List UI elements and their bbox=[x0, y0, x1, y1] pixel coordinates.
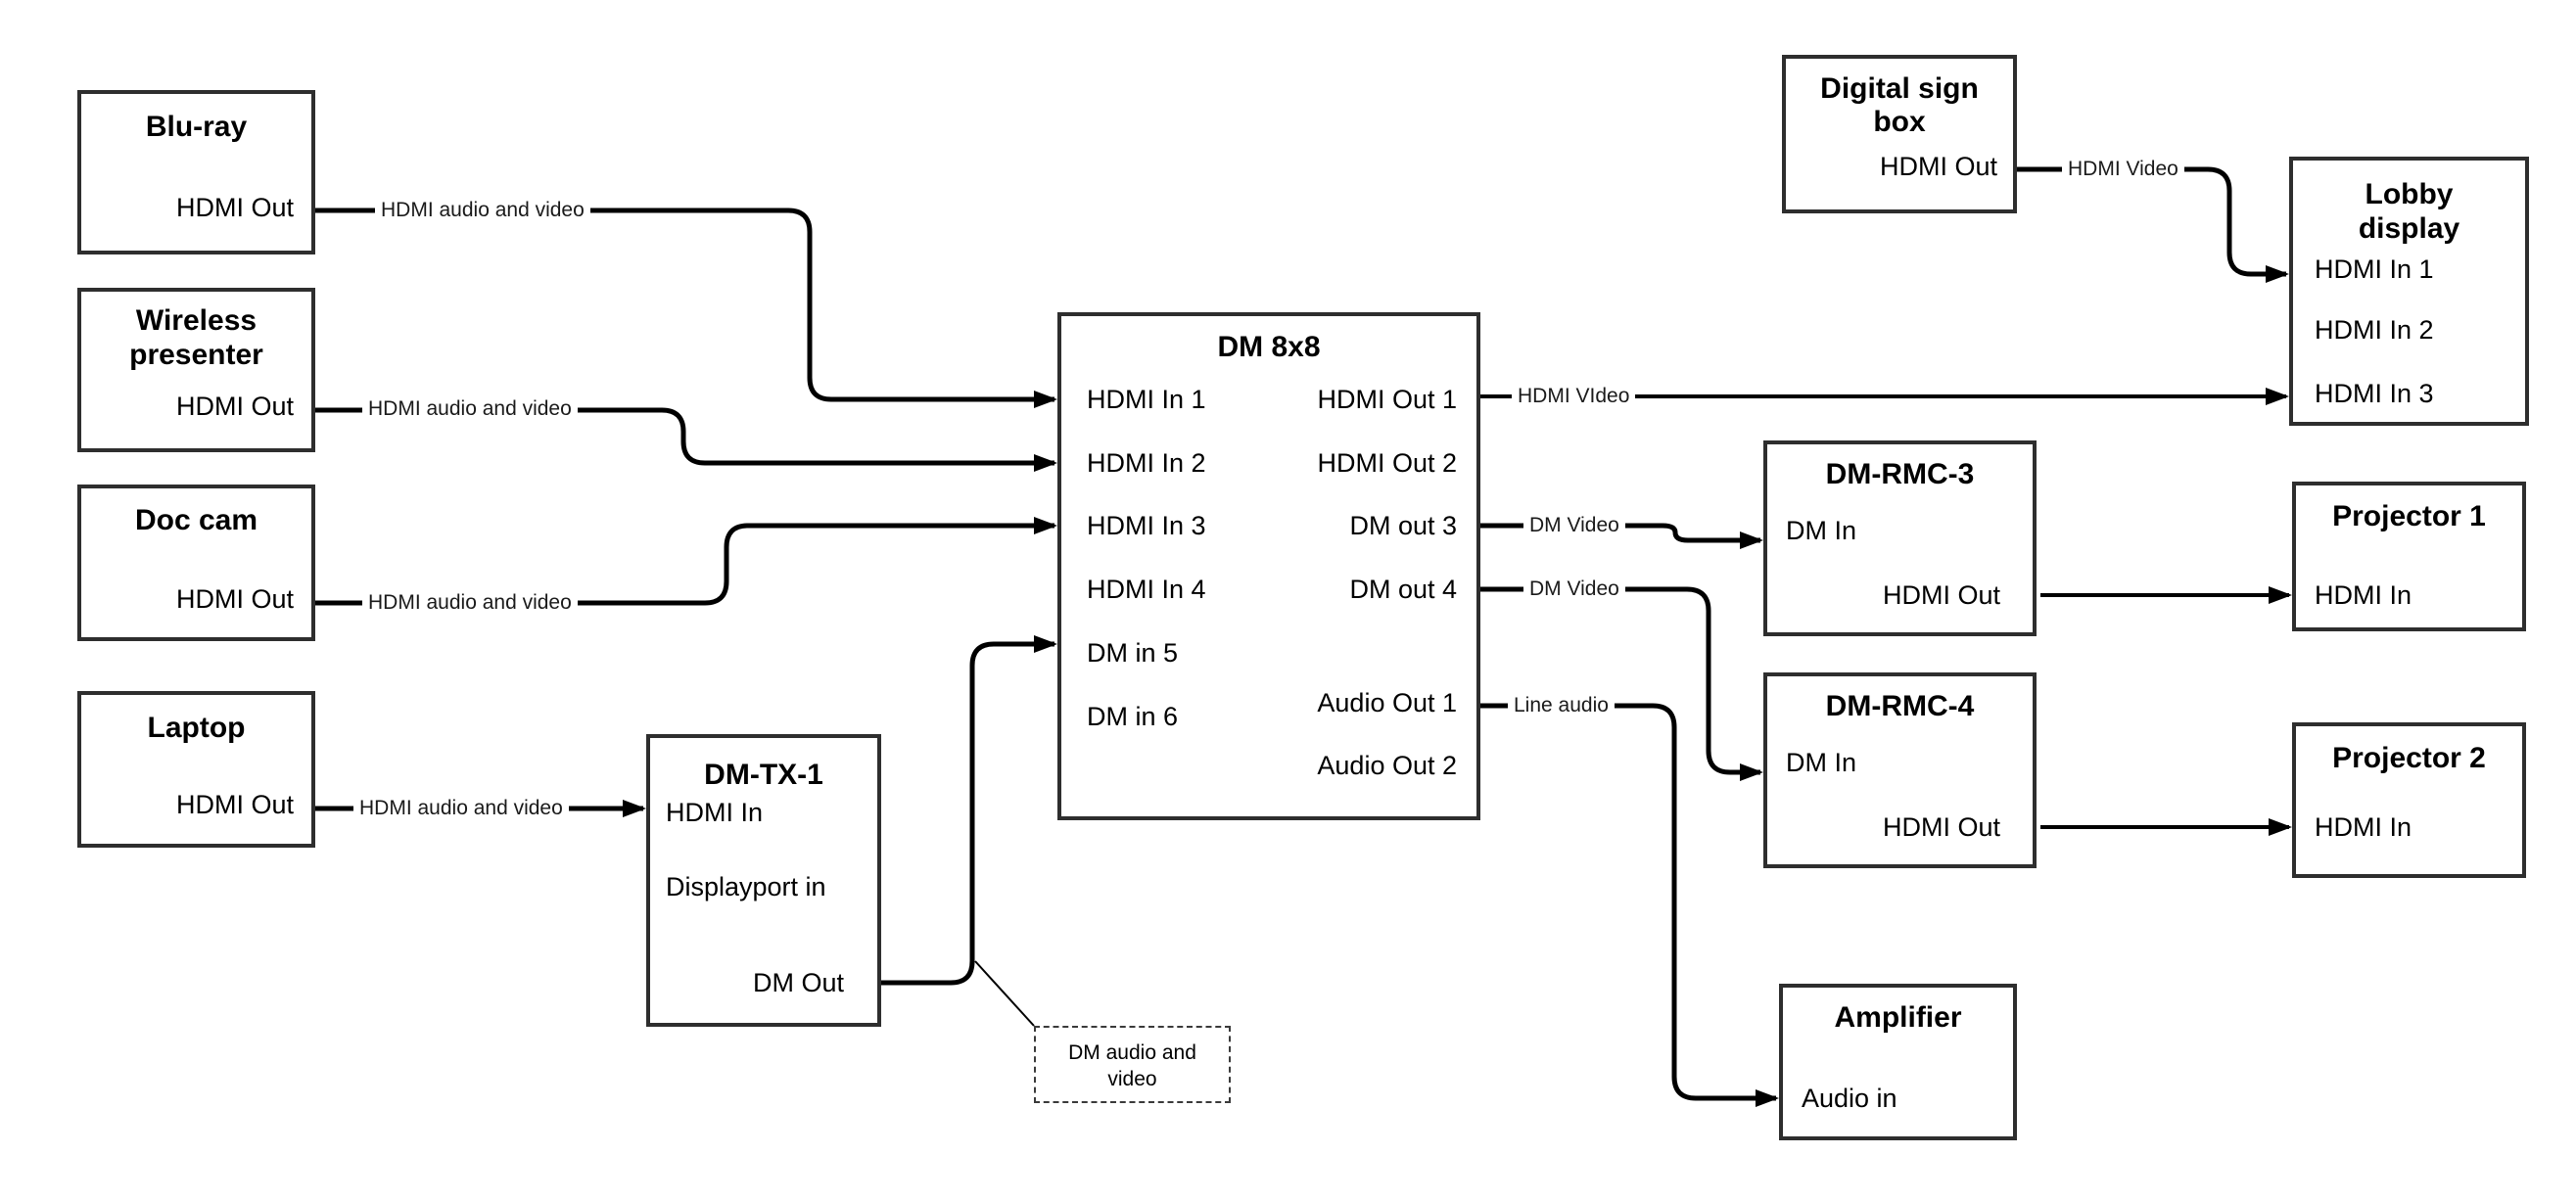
port-hdmi-in-3: HDMI In 3 bbox=[1087, 511, 1206, 540]
port-hdmi-in-2: HDMI In 2 bbox=[1087, 448, 1206, 478]
wire-label-dm-video-out4: DM Video bbox=[1523, 576, 1625, 603]
device-box-wireless-presenter: Wireless presenter HDMI Out bbox=[77, 288, 315, 452]
wire-label-dm-video-out3: DM Video bbox=[1523, 512, 1625, 539]
device-box-projector-2: Projector 2 HDMI In bbox=[2292, 722, 2526, 878]
port-hdmi-out: HDMI Out bbox=[175, 584, 294, 614]
port-hdmi-in-4: HDMI In 4 bbox=[1087, 575, 1206, 604]
device-title: Lobby display bbox=[2358, 178, 2460, 245]
port-hdmi-in-1: HDMI In 1 bbox=[1087, 385, 1206, 414]
port-hdmi-out: HDMI Out bbox=[175, 790, 294, 819]
port-hdmi-out: HDMI Out bbox=[1882, 812, 2000, 842]
port-hdmi-out: HDMI Out bbox=[175, 392, 294, 421]
device-title: Wireless presenter bbox=[129, 304, 263, 371]
device-title: Projector 2 bbox=[2332, 742, 2486, 774]
device-title: DM-RMC-4 bbox=[1825, 690, 1975, 722]
device-box-blu-ray: Blu-ray HDMI Out bbox=[77, 90, 315, 254]
port-hdmi-in: HDMI In bbox=[666, 798, 764, 827]
wire-label-hdmi-video-out1: HDMI VIdeo bbox=[1512, 383, 1636, 410]
device-title: Digital sign box bbox=[1820, 72, 1979, 138]
port-hdmi-in: HDMI In bbox=[2315, 580, 2412, 610]
device-title: Laptop bbox=[147, 712, 246, 744]
cable-dm8x8-dm-out-4-to-rmc4-dm-in bbox=[1480, 586, 1763, 781]
port-dm-in: DM In bbox=[1786, 748, 1857, 777]
port-hdmi-in: HDMI In bbox=[2315, 812, 2412, 842]
note-text: DM audio and video bbox=[1068, 1041, 1196, 1090]
device-title: DM 8x8 bbox=[1217, 331, 1321, 363]
port-dm-in-5: DM in 5 bbox=[1087, 638, 1179, 668]
cable-doccam-to-dm8x8-hdmi-in-3 bbox=[315, 517, 1057, 606]
port-hdmi-in-2: HDMI In 2 bbox=[2315, 315, 2434, 345]
cable-dm8x8-dm-out-3-to-rmc3-dm-in bbox=[1480, 523, 1763, 549]
port-audio-out-1: Audio Out 1 bbox=[1317, 688, 1457, 717]
cable-dmtx1-dm-out-to-dm8x8-dm-in-5 bbox=[881, 635, 1057, 986]
port-hdmi-out: HDMI Out bbox=[1882, 580, 2000, 610]
port-displayport-in: Displayport in bbox=[666, 872, 826, 901]
port-hdmi-in-3: HDMI In 3 bbox=[2315, 379, 2434, 408]
device-title: Amplifier bbox=[1834, 1001, 1962, 1034]
wire-label-laptop: HDMI audio and video bbox=[353, 795, 569, 822]
port-dm-out-4: DM out 4 bbox=[1349, 575, 1457, 604]
device-title: DM-TX-1 bbox=[704, 759, 823, 791]
port-hdmi-in-1: HDMI In 1 bbox=[2315, 254, 2434, 284]
device-box-amplifier: Amplifier Audio in bbox=[1779, 984, 2017, 1140]
device-box-dm-8x8: DM 8x8 HDMI In 1 HDMI In 2 HDMI In 3 HDM… bbox=[1057, 312, 1480, 820]
port-hdmi-out-2: HDMI Out 2 bbox=[1317, 448, 1457, 478]
port-dm-out-3: DM out 3 bbox=[1349, 511, 1457, 540]
port-dm-in-6: DM in 6 bbox=[1087, 702, 1179, 731]
device-title: Projector 1 bbox=[2332, 500, 2486, 532]
port-dm-out: DM Out bbox=[752, 968, 844, 997]
port-audio-in: Audio in bbox=[1802, 1084, 1897, 1113]
port-dm-in: DM In bbox=[1786, 516, 1857, 545]
port-audio-out-2: Audio Out 2 bbox=[1317, 751, 1457, 780]
port-hdmi-out: HDMI Out bbox=[1879, 152, 1997, 181]
device-title: Blu-ray bbox=[145, 111, 248, 143]
device-title: DM-RMC-3 bbox=[1825, 458, 1975, 490]
device-box-digital-sign-box: Digital sign box HDMI Out bbox=[1782, 55, 2017, 213]
device-box-dm-rmc-3: DM-RMC-3 DM In HDMI Out bbox=[1763, 440, 2037, 636]
cable-digital-sign-to-lobby-hdmi-in-1 bbox=[2017, 166, 2289, 283]
port-hdmi-out: HDMI Out bbox=[175, 193, 294, 222]
device-box-dm-rmc-4: DM-RMC-4 DM In HDMI Out bbox=[1763, 672, 2037, 868]
wire-label-wireless: HDMI audio and video bbox=[362, 395, 578, 423]
note-dm-audio-and-video: DM audio and video bbox=[1034, 1026, 1231, 1103]
wire-label-hdmi-video-digisign: HDMI Video bbox=[2062, 156, 2184, 183]
cable-wireless-to-dm8x8-hdmi-in-2 bbox=[315, 407, 1057, 472]
port-hdmi-out-1: HDMI Out 1 bbox=[1317, 385, 1457, 414]
device-box-doc-cam: Doc cam HDMI Out bbox=[77, 485, 315, 641]
device-title: Doc cam bbox=[134, 504, 258, 536]
device-box-dm-tx-1: DM-TX-1 HDMI In Displayport in DM Out bbox=[646, 734, 881, 1027]
device-box-lobby-display: Lobby display HDMI In 1 HDMI In 2 HDMI I… bbox=[2289, 157, 2529, 426]
wire-label-bluray: HDMI audio and video bbox=[375, 197, 590, 224]
device-box-laptop: Laptop HDMI Out bbox=[77, 691, 315, 848]
cable-bluray-to-dm8x8-hdmi-in-1 bbox=[315, 208, 1057, 408]
device-box-projector-1: Projector 1 HDMI In bbox=[2292, 482, 2526, 631]
wire-label-doccam: HDMI audio and video bbox=[362, 589, 578, 617]
wire-label-line-audio: Line audio bbox=[1508, 692, 1615, 719]
cable-dm8x8-audio-out-1-to-amplifier bbox=[1480, 703, 1779, 1107]
callout-line-dm-audio-video bbox=[974, 960, 1035, 1027]
